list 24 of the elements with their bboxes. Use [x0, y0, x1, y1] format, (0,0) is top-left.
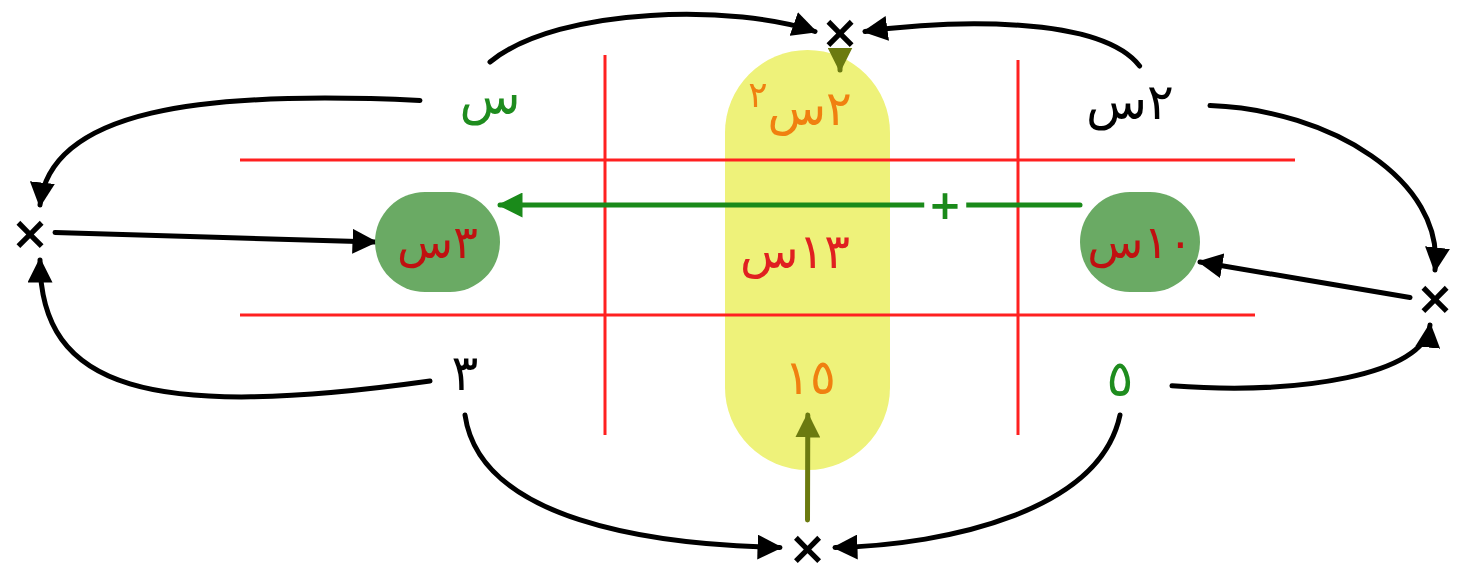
term-text: ٣: [430, 330, 500, 415]
arrow: [29, 257, 433, 400]
term-text: ٥: [1068, 342, 1172, 415]
arrow: [862, 16, 1143, 69]
term-text: ٢س$^{٢}$: [700, 70, 900, 145]
term-text: س: [420, 62, 560, 132]
arrow: [497, 192, 1083, 218]
arrow: [1197, 253, 1413, 300]
term-text: ٢س: [1050, 66, 1210, 138]
arrow: [33, 95, 423, 208]
arrow: [487, 11, 818, 65]
multiply-sign: ×: [815, 8, 865, 55]
term-text: ١٣س: [670, 212, 920, 290]
arrow: [462, 412, 783, 560]
multiply-sign: ×: [1410, 270, 1460, 325]
highlighted-term: ٣س: [375, 192, 500, 292]
arrow: [1207, 103, 1448, 273]
arrow: [795, 412, 821, 523]
arrow: [827, 47, 853, 73]
multiply-sign: ×: [780, 520, 835, 575]
arrow: [832, 412, 1123, 559]
highlighted-term: ١٠س: [1080, 192, 1200, 292]
multiply-sign: ×: [5, 205, 55, 260]
term-text: ١٥: [755, 338, 865, 415]
